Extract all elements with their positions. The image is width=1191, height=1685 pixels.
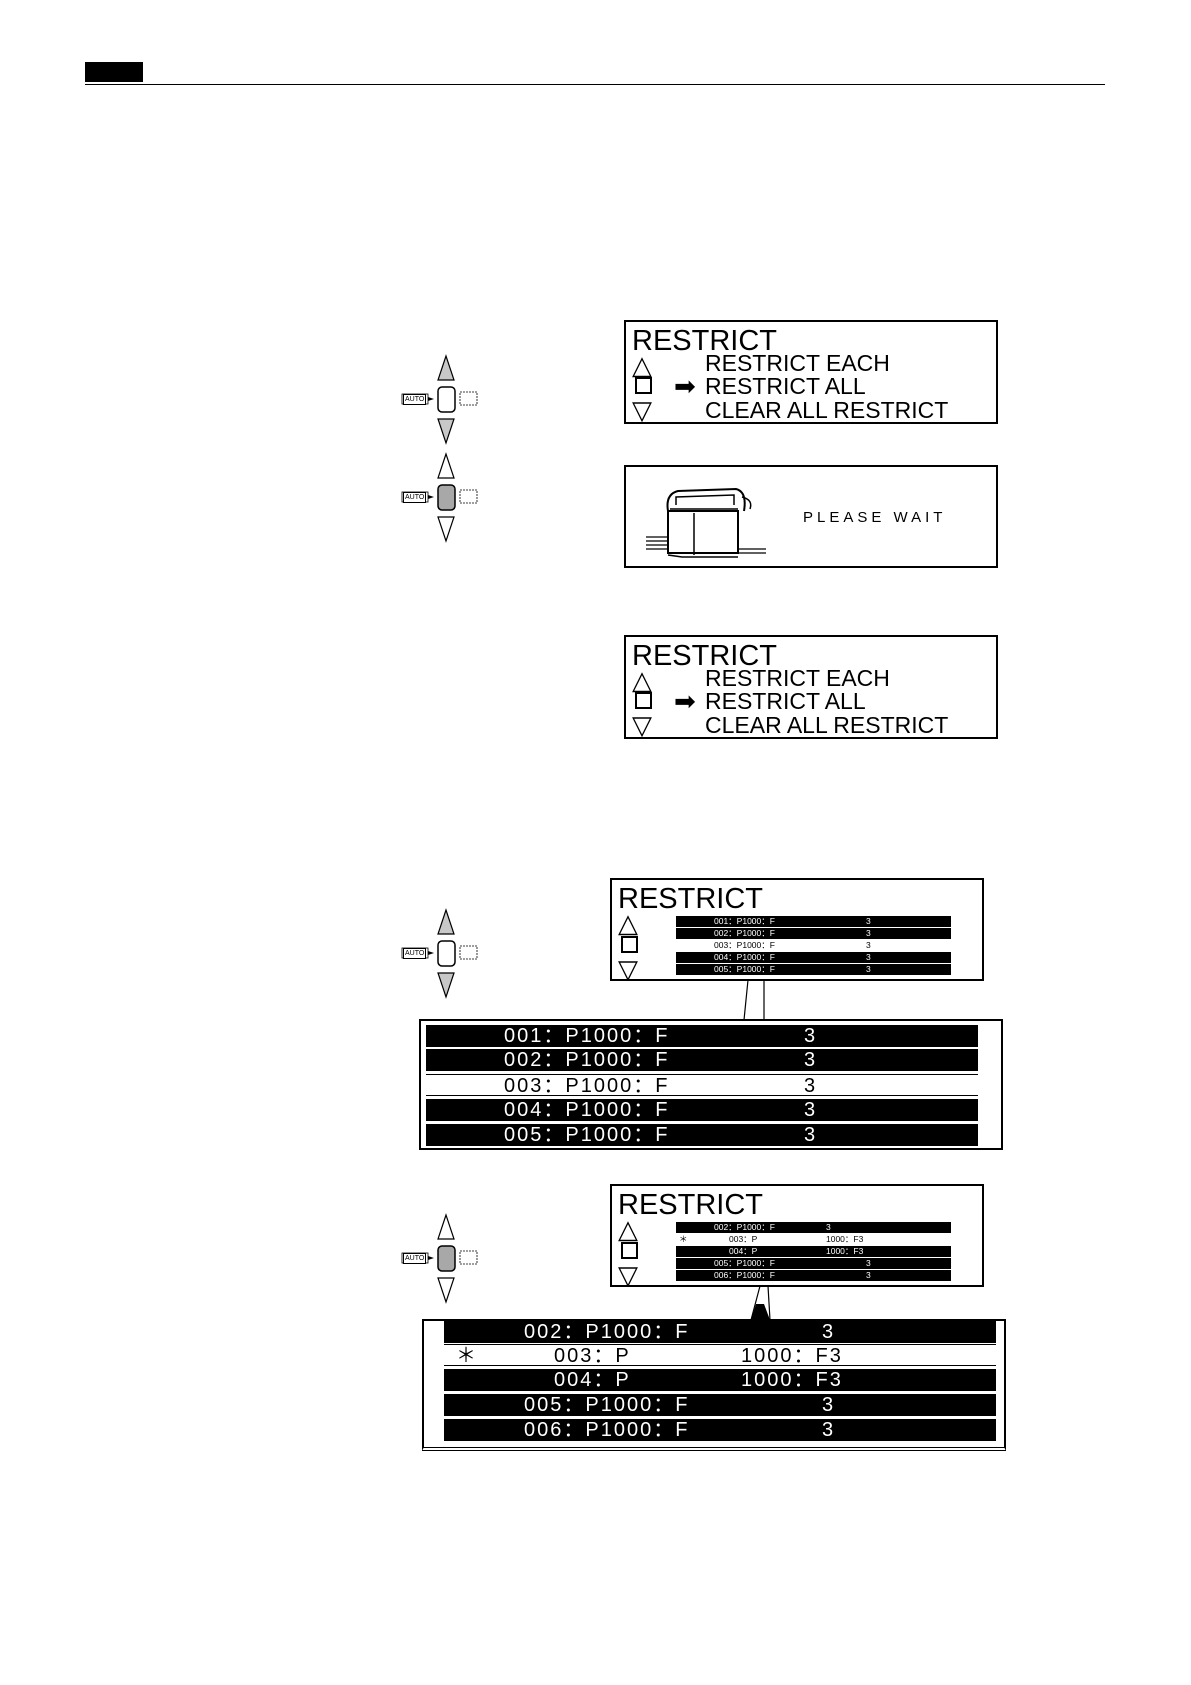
square-icon (621, 1242, 638, 1259)
menu-item[interactable]: CLEAR ALL RESTRICT (705, 397, 949, 423)
down-triangle-icon: ▽ (618, 1260, 638, 1290)
screen-title: RESTRICT (618, 883, 763, 915)
square-icon (621, 936, 638, 953)
page-header-tab (85, 62, 143, 82)
keypad-2: AUTO (400, 452, 482, 547)
screen-title: RESTRICT (632, 325, 777, 357)
menu-screen-2: RESTRICT △ ▽ ➡ RESTRICT EACH RESTRICT AL… (624, 635, 998, 739)
menu-item[interactable]: RESTRICT EACH (705, 350, 890, 376)
screen-title: RESTRICT (632, 640, 777, 672)
auto-key-label: AUTO (403, 492, 427, 503)
down-triangle-icon: ▽ (618, 954, 638, 984)
center-key[interactable] (437, 1245, 456, 1272)
square-icon (635, 377, 652, 394)
up-key[interactable] (437, 1213, 455, 1240)
please-wait-screen: PLEASE WAIT (624, 465, 998, 568)
menu-item-selected[interactable]: RESTRICT ALL (705, 373, 866, 399)
down-triangle-icon: ▽ (632, 395, 652, 425)
up-triangle-icon: △ (632, 350, 652, 380)
please-wait-message: PLEASE WAIT (803, 509, 947, 526)
keypad-3: AUTO (400, 908, 482, 1003)
center-key[interactable] (437, 940, 456, 967)
header-rule (85, 84, 1105, 85)
down-key[interactable] (437, 516, 455, 543)
up-triangle-icon: △ (618, 1214, 638, 1244)
auto-key-label: AUTO (403, 1253, 427, 1264)
printer-illustration-icon (646, 487, 766, 558)
menu-item-selected[interactable]: RESTRICT ALL (705, 688, 866, 714)
down-key[interactable] (437, 1277, 455, 1304)
down-key[interactable] (437, 972, 455, 999)
selection-arrow-icon: ➡ (674, 371, 696, 401)
screen-title: RESTRICT (618, 1189, 763, 1221)
up-key[interactable] (437, 908, 455, 935)
keypad-1: AUTO (400, 354, 482, 449)
down-key[interactable] (437, 418, 455, 445)
menu-screen-1: RESTRICT △ ▽ ➡ RESTRICT EACH RESTRICT AL… (624, 320, 998, 424)
keypad-4: AUTO (400, 1213, 482, 1308)
center-key[interactable] (437, 386, 456, 413)
auto-key-label: AUTO (403, 394, 427, 405)
up-triangle-icon: △ (618, 908, 638, 938)
up-key[interactable] (437, 354, 455, 381)
auto-key-label: AUTO (403, 948, 427, 959)
down-triangle-icon: ▽ (632, 710, 652, 740)
menu-item[interactable]: RESTRICT EACH (705, 665, 890, 691)
keypad-2-graphic (401, 452, 478, 543)
menu-item[interactable]: CLEAR ALL RESTRICT (705, 712, 949, 738)
up-triangle-icon: △ (632, 665, 652, 695)
up-key[interactable] (437, 452, 455, 479)
center-key[interactable] (437, 484, 456, 511)
selection-arrow-icon: ➡ (674, 686, 696, 716)
square-icon (635, 692, 652, 709)
